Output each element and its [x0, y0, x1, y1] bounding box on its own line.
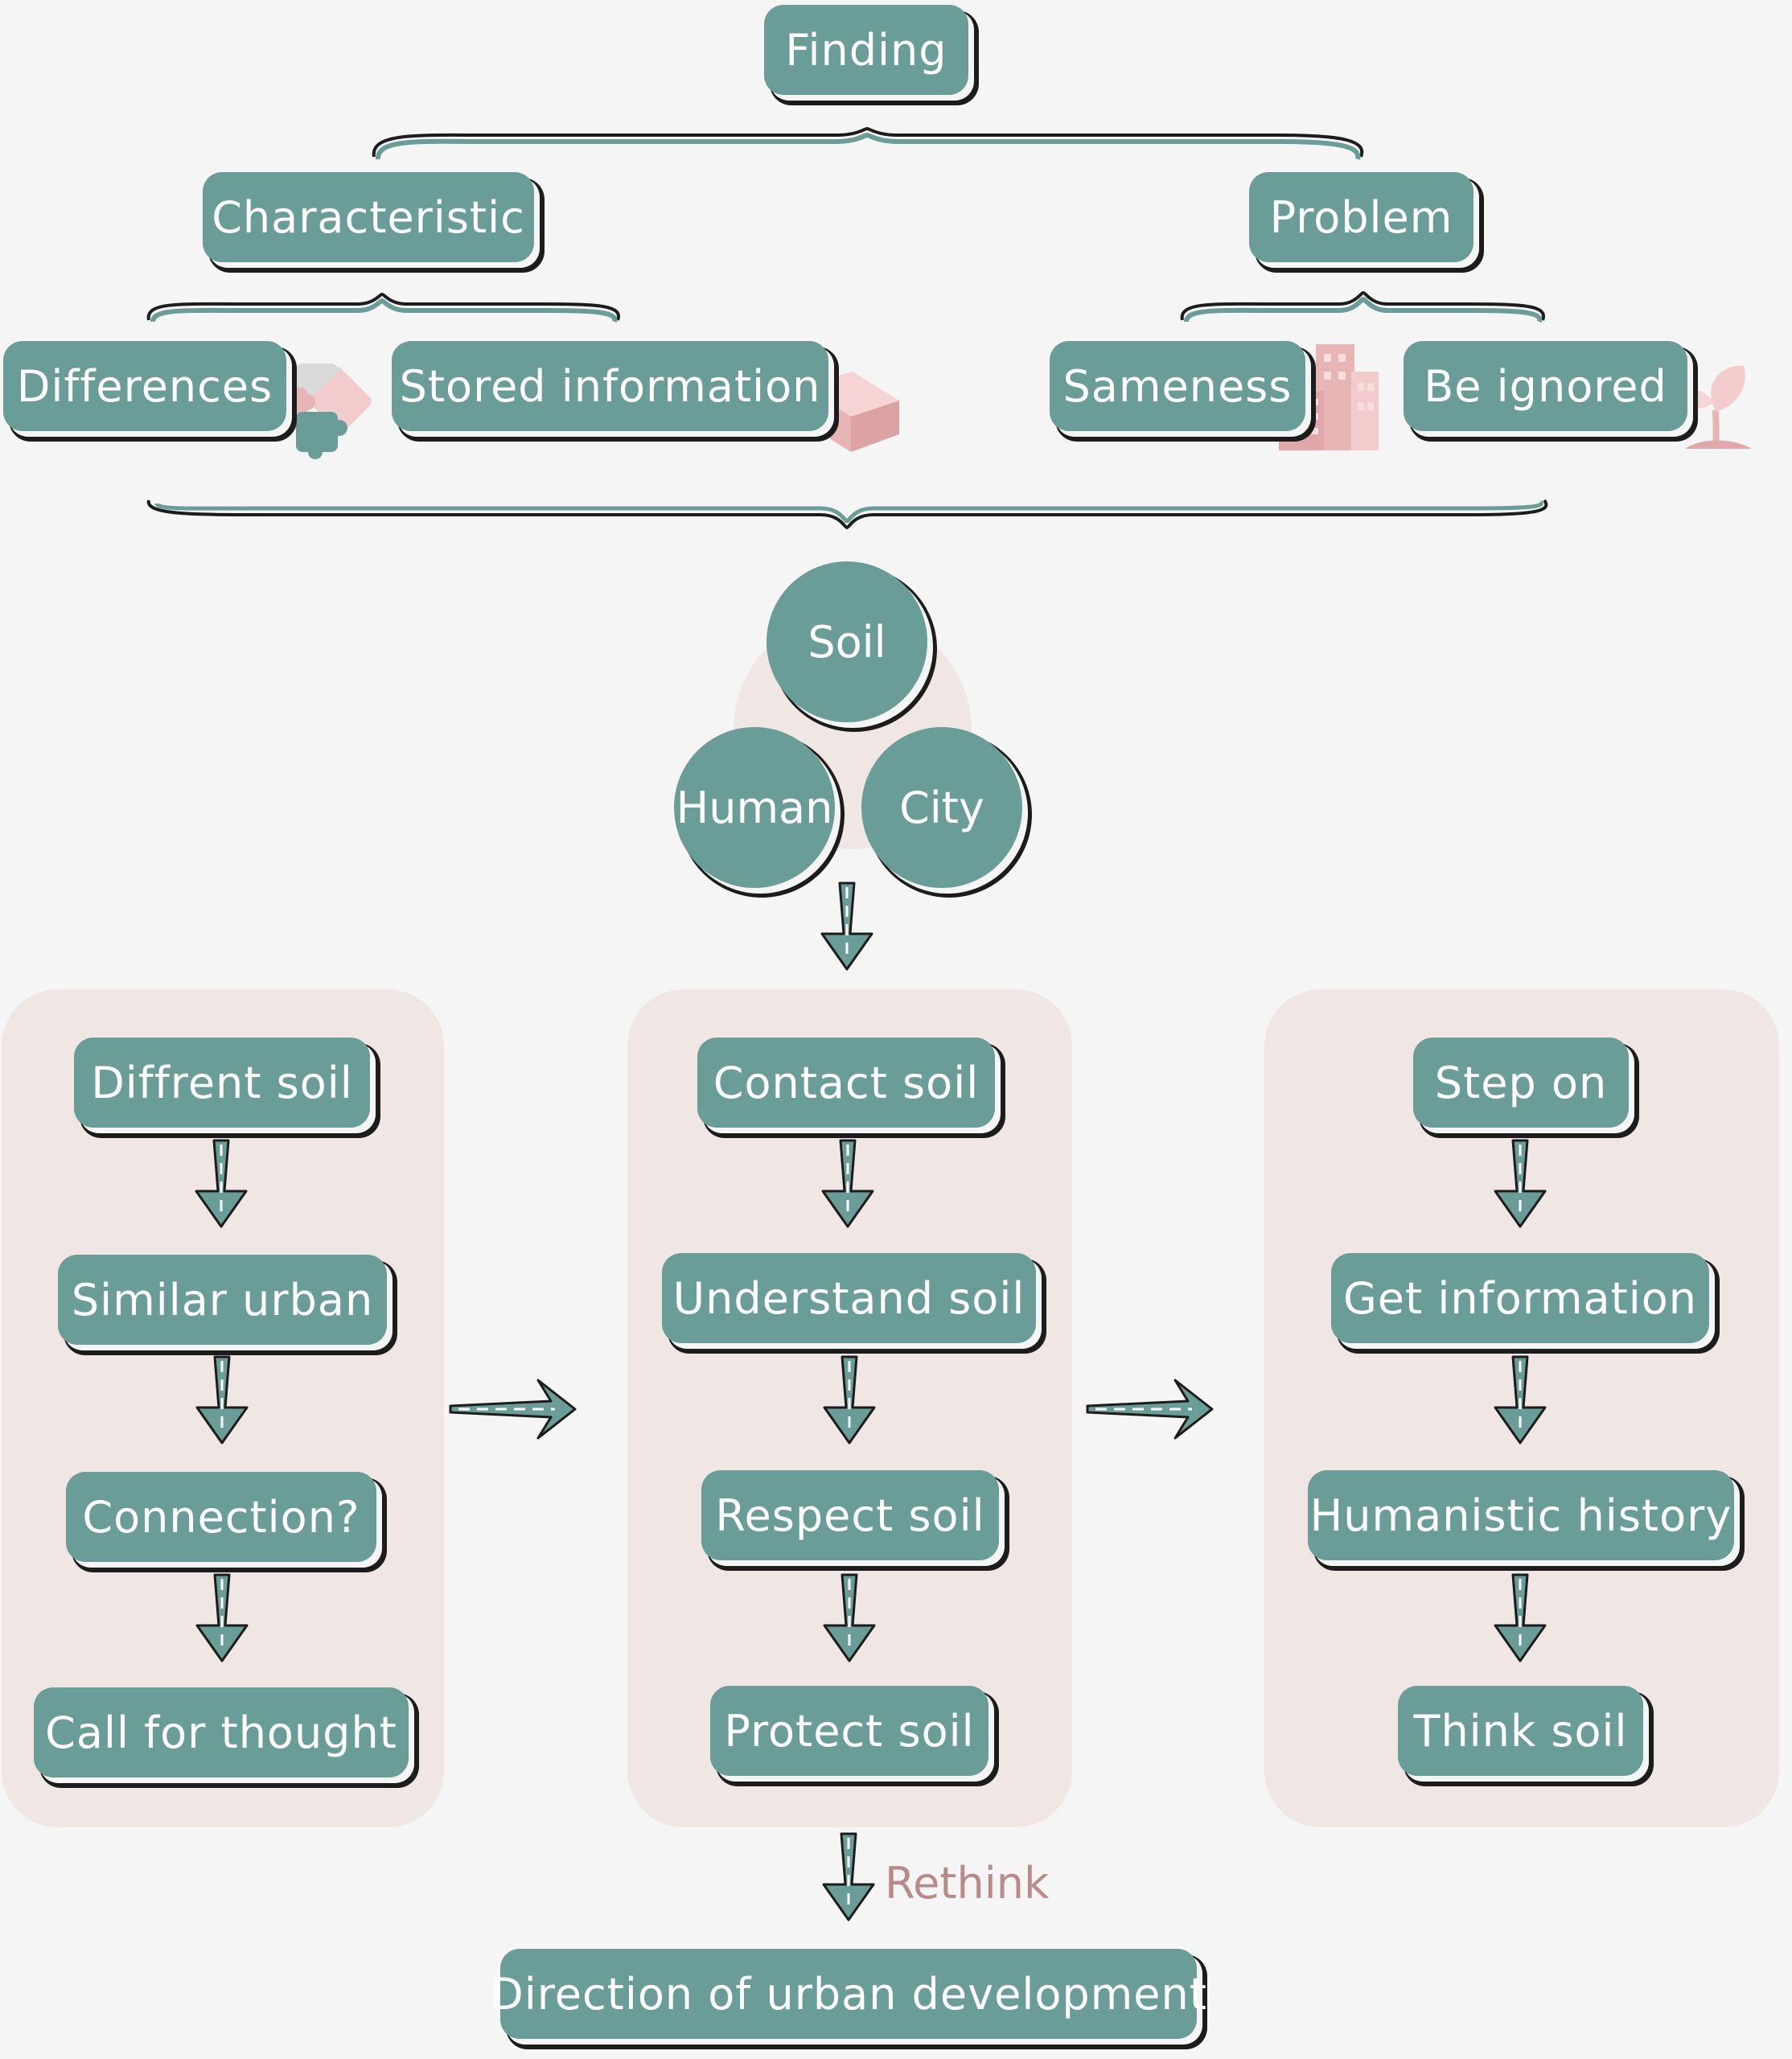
- arrow-left-to-middle: [449, 1379, 577, 1440]
- human-node: Human: [674, 727, 835, 888]
- arrow-rethink: [822, 1832, 875, 1921]
- arrow-middle-2: [823, 1355, 876, 1445]
- sameness-node: Sameness: [1050, 341, 1305, 431]
- finding-brace: [372, 126, 1364, 160]
- arrow-left-2: [195, 1355, 249, 1445]
- arrow-middle-1: [821, 1139, 874, 1228]
- problem-brace: [1180, 290, 1545, 323]
- left-step-3: Connection?: [66, 1472, 376, 1562]
- right-step-2: Get information: [1331, 1253, 1709, 1343]
- arrow-left-1: [195, 1139, 248, 1228]
- soil-node: Soil: [767, 561, 927, 722]
- characteristic-brace: [146, 292, 620, 323]
- arrow-middle-3: [823, 1573, 876, 1662]
- arrow-left-3: [195, 1573, 249, 1662]
- right-step-1: Step on: [1413, 1038, 1629, 1128]
- rethink-label: Rethink: [885, 1858, 1050, 1909]
- right-step-3: Humanistic history: [1308, 1470, 1734, 1560]
- middle-step-1: Contact soil: [697, 1038, 995, 1128]
- problem-node: Problem: [1249, 172, 1473, 262]
- be-ignored-node: Be ignored: [1404, 341, 1687, 431]
- result-node: Direction of urban development: [490, 1949, 1206, 2039]
- arrow-right-2: [1494, 1355, 1547, 1445]
- arrow-core-to-middle: [820, 882, 873, 971]
- left-step-4: Call for thought: [34, 1687, 409, 1777]
- differences-node: Differences: [3, 341, 286, 431]
- arrow-middle-to-right: [1086, 1379, 1214, 1440]
- arrow-right-1: [1494, 1139, 1547, 1228]
- left-step-1: Diffrent soil: [74, 1038, 370, 1128]
- middle-step-2: Understand soil: [662, 1253, 1036, 1343]
- left-step-2: Similar urban: [58, 1255, 387, 1345]
- middle-step-4: Protect soil: [710, 1686, 988, 1776]
- summary-brace: [146, 499, 1548, 530]
- arrow-right-3: [1494, 1573, 1547, 1662]
- finding-node: Finding: [764, 5, 968, 95]
- characteristic-node: Characteristic: [203, 172, 534, 262]
- city-node: City: [861, 727, 1022, 888]
- right-step-4: Think soil: [1398, 1686, 1643, 1776]
- middle-step-3: Respect soil: [701, 1470, 999, 1560]
- stored-information-node: Stored information: [392, 341, 828, 431]
